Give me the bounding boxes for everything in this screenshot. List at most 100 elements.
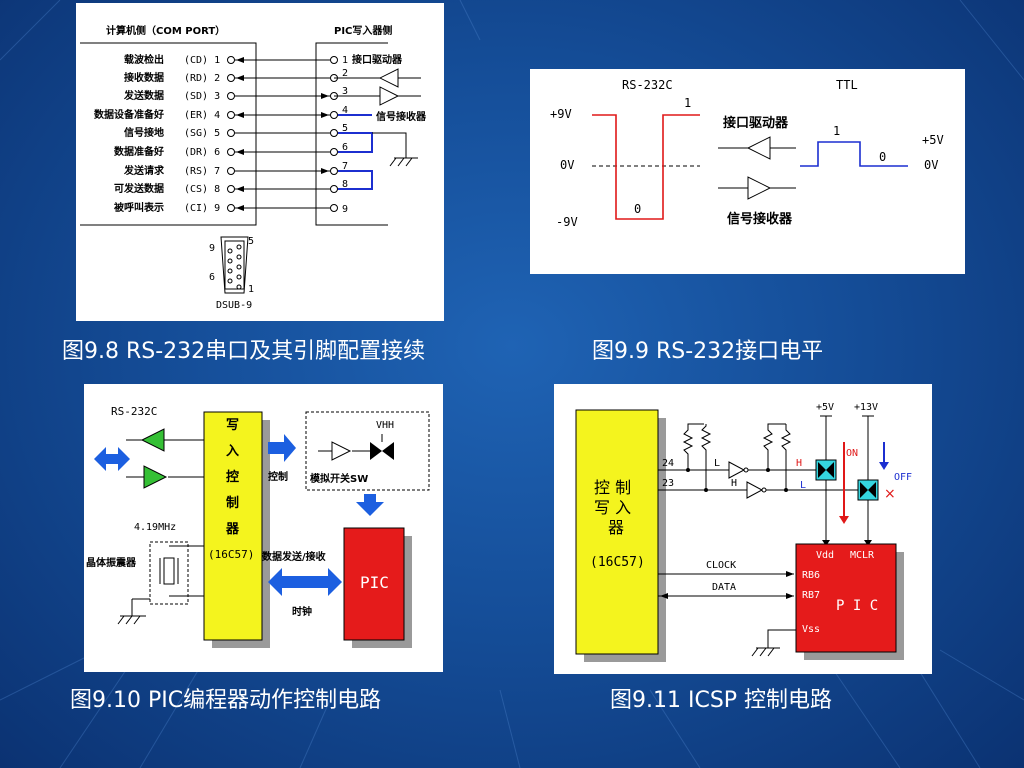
ctrl-line-1: 控 制 (594, 478, 631, 497)
crystal-label: 晶体振震器 (86, 556, 137, 569)
writer-char-3: 控 (226, 469, 239, 485)
writer-controller-box-11 (575, 409, 659, 655)
right-header: PIC写入器侧 (334, 24, 392, 37)
clock-label-10: 时钟 (292, 605, 312, 618)
ttl-waveform (800, 141, 908, 167)
figure-9-10-panel: RS-232C 写 入 控 制 器 (16C57) 控制 VHH 模拟开关SW … (84, 384, 443, 672)
caption-fig-9-11: 图9.11 ICSP 控制电路 (610, 688, 833, 713)
icsp-control-diagram: 控 制 写 入 器 (16C57) 24 23 L H H L +5V (575, 402, 912, 662)
conn-pin-1: 1 (248, 284, 254, 295)
on-label: ON (846, 448, 858, 459)
analog-switch-box (305, 411, 430, 491)
right-pin-2: 2 (342, 68, 348, 79)
driver-gate-icon (378, 68, 399, 88)
rb7-label: RB7 (802, 590, 820, 601)
receiver-gate-icon-9 (747, 176, 772, 200)
model-11: (16C57) (590, 555, 645, 570)
pin-name-6: 数据准备好 (114, 145, 164, 158)
v13-label: +13V (854, 402, 878, 413)
right-pin-8: 8 (342, 179, 348, 190)
v-0-right-label: 0V (924, 158, 938, 172)
v-minus9-label: -9V (556, 215, 578, 229)
rs232-waveform (592, 114, 700, 220)
conn-pin-9: 9 (209, 243, 215, 254)
pin-sig-5: (SG) 5 (184, 128, 220, 139)
right-pin-1: 1 (342, 55, 348, 66)
pin-name-8: 可发送数据 (114, 182, 164, 195)
pin-sig-9: (CI) 9 (184, 203, 220, 214)
right-pin-4: 4 (342, 105, 348, 116)
right-pin-7: 7 (342, 161, 348, 172)
pin-name-4: 数据设备准备好 (94, 108, 164, 121)
rs232-bit-1: 1 (684, 96, 691, 110)
level-l2: L (800, 480, 806, 491)
dsub9-connector-icon (220, 236, 249, 294)
writer-char-2: 入 (226, 444, 239, 459)
double-arrow-icon (94, 447, 130, 471)
writer-char-5: 器 (225, 522, 240, 537)
pin-23: 23 (662, 478, 674, 489)
conn-pin-5: 5 (248, 236, 254, 247)
writer-controller-box (203, 411, 263, 641)
green-driver-icon (140, 428, 165, 452)
control-label: 控制 (268, 470, 288, 483)
v5-label: +5V (816, 402, 834, 413)
data-double-arrow-icon (268, 568, 342, 596)
right-pin-5: 5 (342, 123, 348, 134)
driver-label: 接口驱动器 (352, 53, 403, 66)
right-pin-3: 3 (342, 86, 348, 97)
left-header: 计算机侧（COM PORT） (106, 24, 225, 37)
pic-programmer-diagram: RS-232C 写 入 控 制 器 (16C57) 控制 VHH 模拟开关SW … (86, 405, 430, 648)
right-pin-6: 6 (342, 142, 348, 153)
receiver-label-9: 信号接收器 (727, 211, 793, 227)
rs232-level-diagram: RS-232C TTL +9V 0V -9V 1 0 接口驱动器 信号接收器 1… (550, 78, 944, 229)
level-h1: H (731, 478, 737, 489)
figure-9-8-panel: 计算机侧（COM PORT） PIC写入器侧 载波检出 (CD) 1 接收数据 … (76, 3, 444, 321)
crystal-icon (163, 557, 175, 585)
pin-sig-1: (CD) 1 (184, 55, 220, 66)
clock-label: CLOCK (706, 560, 736, 571)
pic-label-11: P I C (836, 598, 878, 614)
conn-pin-6: 6 (209, 272, 215, 283)
vhh-label: VHH (376, 420, 394, 431)
pic-chip-box (343, 527, 405, 641)
rs232-label-10: RS-232C (111, 405, 157, 418)
v-0-label: 0V (560, 158, 574, 172)
pin-name-5: 信号接地 (124, 126, 164, 139)
vdd-label: Vdd (816, 550, 834, 561)
pin-name-7: 发送请求 (123, 164, 165, 177)
writer-model: (16C57) (208, 548, 254, 561)
ttl-bit-0: 0 (879, 150, 886, 164)
v-plus9-label: +9V (550, 107, 572, 121)
off-label: OFF (894, 472, 912, 483)
pin-name-3: 发送数据 (123, 89, 164, 102)
figure-9-9-panel: RS-232C TTL +9V 0V -9V 1 0 接口驱动器 信号接收器 1… (530, 69, 965, 274)
pin-24: 24 (662, 458, 674, 469)
writer-char-1: 写 (226, 418, 239, 433)
data-label: DATA (712, 582, 736, 593)
writer-char-4: 制 (226, 495, 239, 511)
ctrl-line-3: 器 (608, 518, 624, 537)
figure-9-11-panel: 控 制 写 入 器 (16C57) 24 23 L H H L +5V (554, 384, 932, 674)
off-cross-icon: × (884, 486, 896, 502)
connector-label: DSUB-9 (216, 300, 252, 311)
caption-fig-9-10: 图9.10 PIC编程器动作控制电路 (70, 688, 382, 713)
ctrl-line-2: 写 入 (594, 498, 631, 517)
ttl-bit-1: 1 (833, 124, 840, 138)
right-pin-9: 9 (342, 204, 348, 215)
driver-label-9: 接口驱动器 (723, 115, 789, 131)
vss-label: Vss (802, 624, 820, 635)
pin-name-9: 被呼叫表示 (114, 201, 164, 214)
level-l1: L (714, 458, 720, 469)
pin-sig-8: (CS) 8 (184, 184, 220, 195)
inverter-2-icon (746, 481, 764, 499)
rs232-label: RS-232C (622, 78, 673, 92)
inverter-1-icon (728, 461, 746, 479)
rb6-label: RB6 (802, 570, 820, 581)
driver-gate-icon-9 (746, 136, 771, 160)
pin-sig-6: (DR) 6 (184, 147, 220, 158)
rs232-bit-0: 0 (634, 202, 641, 216)
down-arrow-icon (356, 494, 384, 516)
green-receiver-icon (143, 465, 168, 489)
level-h2: H (796, 458, 802, 469)
